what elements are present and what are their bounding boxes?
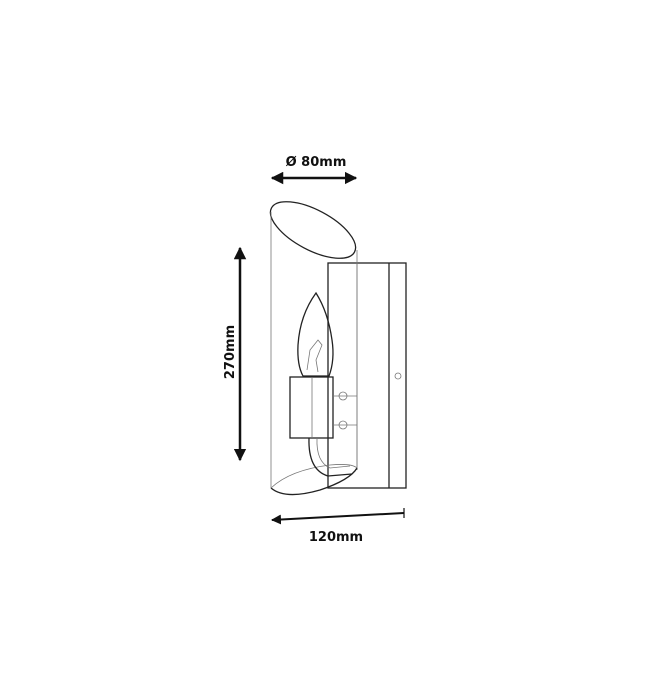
height-label: 270mm: [223, 325, 238, 379]
lamp-illustration: [269, 201, 407, 496]
backplate: [327, 262, 407, 489]
glass-shade: [269, 201, 358, 496]
depth-arrow: [271, 512, 405, 525]
diameter-label: Ø 80mm: [286, 155, 347, 170]
candle-bulb: [297, 291, 334, 377]
arm: [308, 437, 353, 477]
socket: [289, 376, 357, 439]
depth-label: 120mm: [309, 530, 363, 545]
